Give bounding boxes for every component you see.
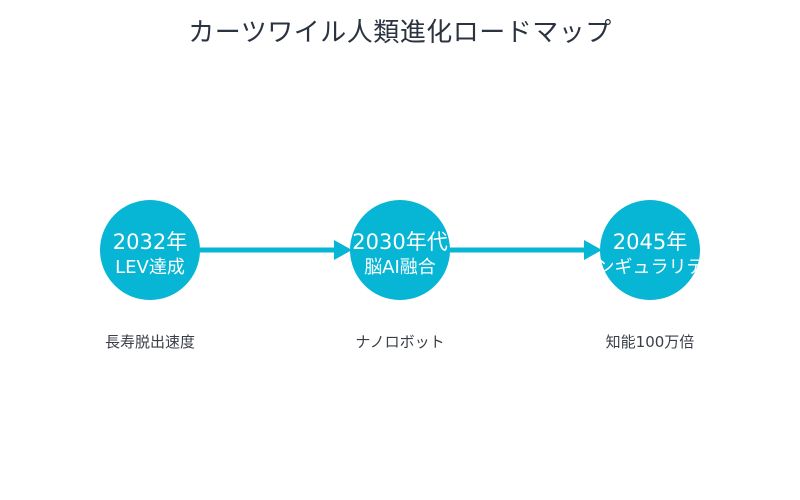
node-year: 2045年 xyxy=(613,230,687,254)
node-singularity: 2045年 シンギュラリティ 知能100万倍 xyxy=(579,200,722,351)
node-label: LEV達成 xyxy=(115,257,185,278)
node-caption: 長寿脱出速度 xyxy=(105,333,195,351)
node-label: シンギュラリティ xyxy=(579,257,722,278)
node-circle xyxy=(600,200,700,300)
node-lev: 2032年 LEV達成 長寿脱出速度 xyxy=(100,200,200,351)
node-label: 脳AI融合 xyxy=(364,257,436,278)
arrow-2 xyxy=(448,240,602,260)
arrow-1 xyxy=(198,240,352,260)
diagram-title: カーツワイル人類進化ロードマップ xyxy=(188,18,612,48)
node-year: 2032年 xyxy=(113,230,187,254)
node-caption: ナノロボット xyxy=(355,333,444,351)
node-circle xyxy=(350,200,450,300)
node-brain-ai: 2030年代 脳AI融合 ナノロボット xyxy=(350,200,450,351)
node-year: 2030年代 xyxy=(352,230,447,254)
node-caption: 知能100万倍 xyxy=(606,333,695,351)
node-circle xyxy=(100,200,200,300)
